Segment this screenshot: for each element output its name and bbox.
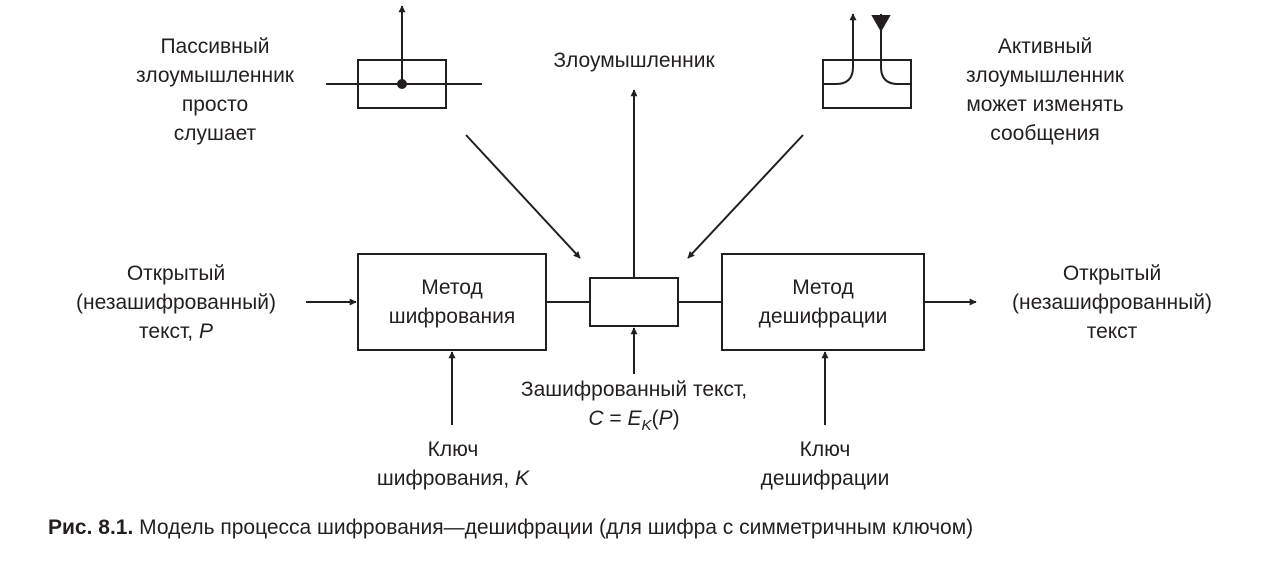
key-variable: K (515, 467, 530, 490)
active-label-line: сообщения (990, 122, 1100, 145)
formula-c: C (588, 407, 604, 430)
formula-paren-close: ) (672, 407, 680, 430)
figure-number: Рис. 8.1. (48, 516, 134, 539)
plaintext-in-line: Открытый (126, 262, 226, 285)
decryption-label-line: дешифрации (758, 305, 888, 328)
enc-key-line: Ключ (427, 438, 479, 461)
enc-key-text: шифрования, (376, 467, 516, 490)
ciphertext-channel-box (589, 277, 679, 327)
decryption-label-line: Метод (792, 276, 854, 299)
active-label-line: Активный (997, 35, 1093, 58)
passive-tap-icon (326, 5, 482, 109)
dec-key-line: Ключ (799, 438, 851, 461)
decryption-key-label: Ключ дешифрации (720, 435, 930, 493)
plaintext-in-text: текст, (139, 320, 199, 343)
dec-key-line: дешифрации (760, 467, 890, 490)
passive-label-line: Пассивный (160, 35, 270, 58)
intruder-label: Злоумышленник (520, 46, 748, 75)
intruder-label-text: Злоумышленник (553, 49, 715, 72)
encryption-key-label: Ключ шифрования, K (342, 435, 564, 493)
active-intruder-arrow (687, 134, 804, 259)
active-label-line: злоумышленник (965, 64, 1124, 87)
plaintext-out-line: (незашифрованный) (1012, 291, 1212, 314)
passive-label-line: злоумышленник (135, 64, 294, 87)
decryption-method-label: Метод дешифрации (722, 273, 924, 331)
active-intruder-label: Активный злоумышленник может изменять со… (930, 32, 1160, 148)
formula-key-subscript: K (641, 417, 652, 434)
plaintext-variable: P (198, 320, 213, 343)
figure-caption-text: Модель процесса шифрования—дешифрации (д… (133, 516, 974, 539)
encryption-method-label: Метод шифрования (358, 273, 546, 331)
passive-label-line: просто (181, 93, 249, 116)
passive-label-line: слушает (173, 122, 257, 145)
encryption-label-line: Метод (421, 276, 483, 299)
formula-paren-open: ( (651, 407, 659, 430)
enc-key-line: шифрования, K (342, 464, 564, 493)
encryption-label-line: шифрования (388, 305, 516, 328)
plaintext-in-line: текст, P (48, 317, 304, 346)
active-intercept-icon (822, 13, 912, 109)
figure-caption: Рис. 8.1. Модель процесса шифрования—деш… (48, 514, 973, 542)
active-label-line: может изменять (966, 93, 1124, 116)
plaintext-output-label: Открытый (незашифрованный) текст (982, 259, 1242, 346)
plaintext-out-line: Открытый (1062, 262, 1162, 285)
formula-equals: = (603, 407, 628, 430)
ciphertext-formula: C = EK(P) (474, 404, 794, 433)
plaintext-in-line: (незашифрованный) (76, 291, 276, 314)
ciphertext-label: Зашифрованный текст, C = EK(P) (474, 375, 794, 433)
plaintext-input-label: Открытый (незашифрованный) текст, P (48, 259, 304, 346)
formula-e: E (627, 407, 642, 430)
ciphertext-label-line: Зашифрованный текст, (520, 378, 748, 401)
plaintext-out-line: текст (1086, 320, 1138, 343)
passive-intruder-arrow (465, 134, 581, 259)
passive-intruder-label: Пассивный злоумышленник просто слушает (110, 32, 320, 148)
formula-p: P (658, 407, 673, 430)
